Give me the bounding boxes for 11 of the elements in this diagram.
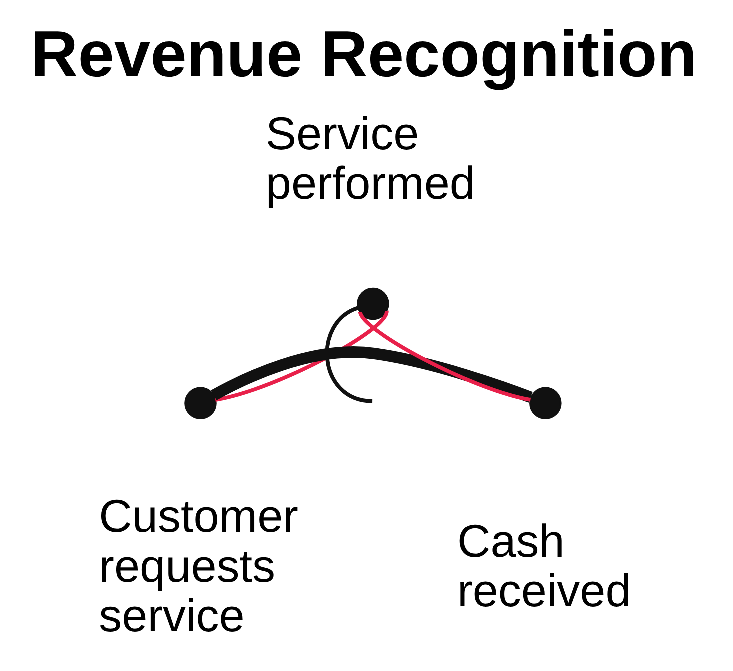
node-circle: [184, 387, 217, 420]
connector: [326, 306, 373, 404]
connector: [211, 346, 533, 403]
node-label: Customer requests service: [99, 490, 299, 642]
connector: [358, 311, 532, 402]
node-label: Service performed: [266, 107, 476, 210]
node-circle: [530, 387, 562, 420]
node-circle: [357, 288, 390, 320]
diagram-title: Revenue Recognition: [31, 18, 698, 91]
node-label: Cash received: [458, 514, 632, 617]
connector: [215, 310, 389, 402]
